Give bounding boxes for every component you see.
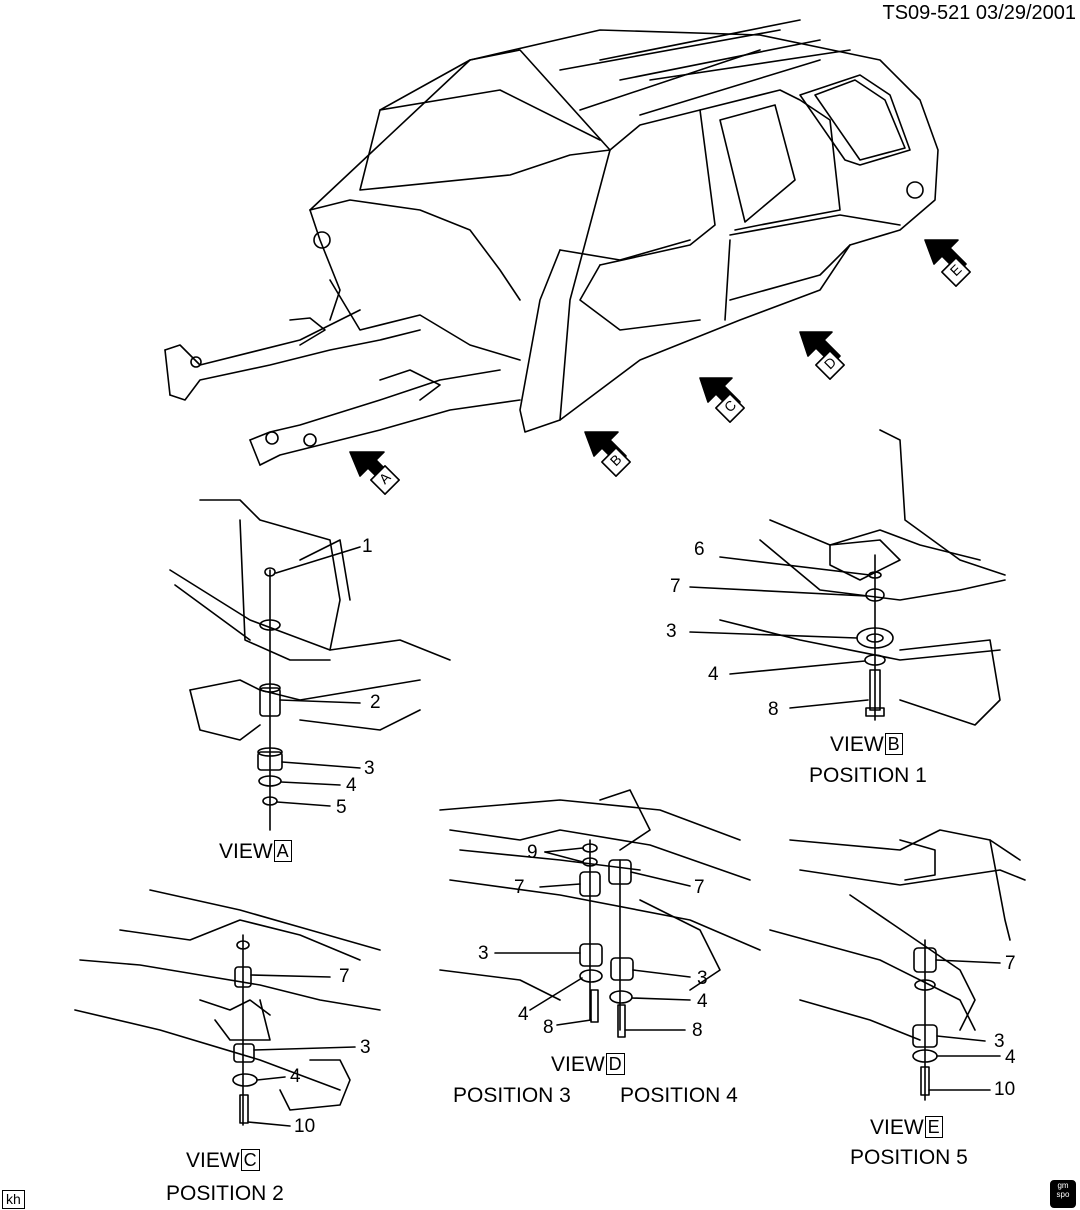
callout-d-9: 9 <box>527 842 538 863</box>
vehicle-frame <box>164 309 521 466</box>
callout-d-8-right: 8 <box>692 1020 703 1041</box>
view-d-position-3: POSITION 3 <box>453 1084 571 1107</box>
view-d-letter: D <box>605 1053 625 1075</box>
drawing-reference: TS09-521 03/29/2001 <box>882 2 1077 24</box>
arrow-tags <box>370 257 971 495</box>
view-b-drawing <box>689 429 1006 726</box>
view-c-prefix: VIEW <box>186 1148 240 1172</box>
callout-b-4: 4 <box>708 664 719 685</box>
callout-c-3: 3 <box>360 1037 371 1058</box>
callout-c-4: 4 <box>290 1066 301 1087</box>
callout-a-5: 5 <box>336 797 347 818</box>
callout-d-8-left: 8 <box>543 1017 554 1038</box>
view-b-prefix: VIEW <box>830 732 884 756</box>
corner-tag: kh <box>2 1190 25 1209</box>
callout-d-3-left: 3 <box>478 943 489 964</box>
callout-b-6: 6 <box>694 539 705 560</box>
callout-d-4-left: 4 <box>518 1004 529 1025</box>
callout-e-10: 10 <box>994 1079 1016 1100</box>
view-d-drawing <box>439 789 761 1038</box>
callout-b-3: 3 <box>666 621 677 642</box>
view-b-letter: B <box>884 733 903 755</box>
callout-d-4-right: 4 <box>697 991 708 1012</box>
view-a-prefix: VIEW <box>219 839 273 863</box>
callout-a-2: 2 <box>370 692 381 713</box>
callout-a-4: 4 <box>346 775 357 796</box>
callout-a-3: 3 <box>364 758 375 779</box>
callout-c-7: 7 <box>339 966 350 987</box>
view-e-letter: E <box>924 1116 943 1138</box>
callout-d-7-right: 7 <box>694 877 705 898</box>
view-a-letter: A <box>273 840 292 862</box>
view-d-position-4: POSITION 4 <box>620 1084 738 1107</box>
view-d-prefix: VIEW <box>551 1052 605 1076</box>
callout-e-7: 7 <box>1005 953 1016 974</box>
view-e-position: POSITION 5 <box>850 1146 968 1169</box>
callout-c-10: 10 <box>294 1116 316 1137</box>
callout-d-3-right: 3 <box>697 968 708 989</box>
callout-e-3: 3 <box>994 1031 1005 1052</box>
view-a-drawing <box>169 499 451 831</box>
gm-spo-logo: gm spo <box>1050 1180 1076 1208</box>
view-e-drawing <box>769 829 1026 1101</box>
callout-d-7-left: 7 <box>514 877 525 898</box>
callout-b-7: 7 <box>670 576 681 597</box>
vehicle-body <box>309 19 939 433</box>
view-c-drawing <box>74 889 381 1127</box>
view-c-letter: C <box>240 1149 260 1171</box>
location-arrows <box>349 239 967 485</box>
view-b-position: POSITION 1 <box>809 764 927 787</box>
callout-b-8: 8 <box>768 699 779 720</box>
callout-a-1: 1 <box>362 536 373 557</box>
callout-e-4: 4 <box>1005 1047 1016 1068</box>
view-c-position: POSITION 2 <box>166 1182 284 1205</box>
view-e-prefix: VIEW <box>870 1115 924 1139</box>
